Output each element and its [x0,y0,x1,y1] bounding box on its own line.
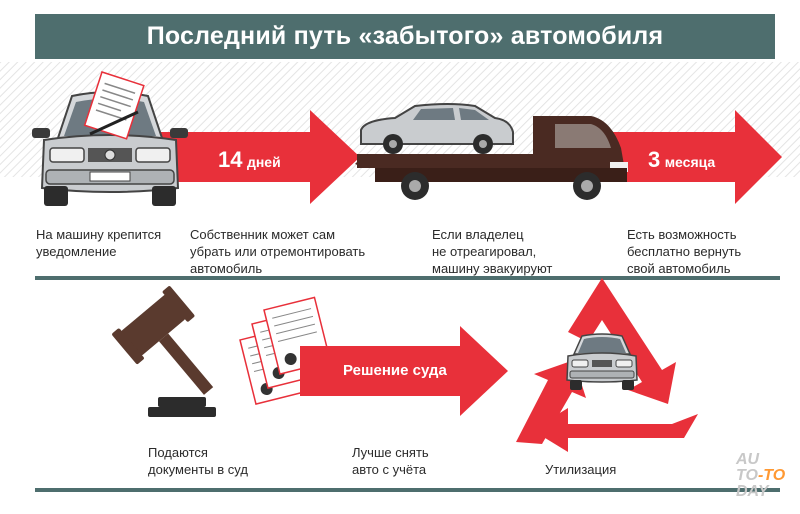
tow-truck-icon [355,103,628,200]
caption-owner-action: Собственник может сам убрать или отремон… [190,227,366,276]
caption-return-car: Есть возможность бесплатно вернуть свой … [627,227,742,276]
arrow-court-decision-label: Решение суда [343,362,447,379]
arrow-3-months-label: 3 месяца [648,147,716,172]
page-title: Последний путь «забытого» автомобиля [146,22,664,50]
title-bar: Последний путь «забытого» автомобиля [35,14,775,59]
divider-middle [35,276,780,280]
caption-evacuation: Если владелец не отреагировал, машину эв… [432,227,553,276]
recycling-icon [516,278,698,452]
car-front-with-notice-icon [32,71,188,206]
caption-deregister: Лучше снять авто с учёта [352,445,429,477]
arrow-14-days-label: 14 дней [218,147,281,172]
arrow-14-days [160,110,360,204]
caption-documents-court: Подаются документы в суд [148,445,248,477]
autotoday-watermark-logo: AU TO-TO DAY [736,451,786,500]
gavel-icon [112,286,216,417]
arrow-court-decision [300,326,508,416]
caption-recycling: Утилизация [545,462,617,477]
caption-notice: На машину крепится уведомление [36,227,162,259]
arrow-3-months [600,110,782,204]
divider-bottom [35,488,780,492]
